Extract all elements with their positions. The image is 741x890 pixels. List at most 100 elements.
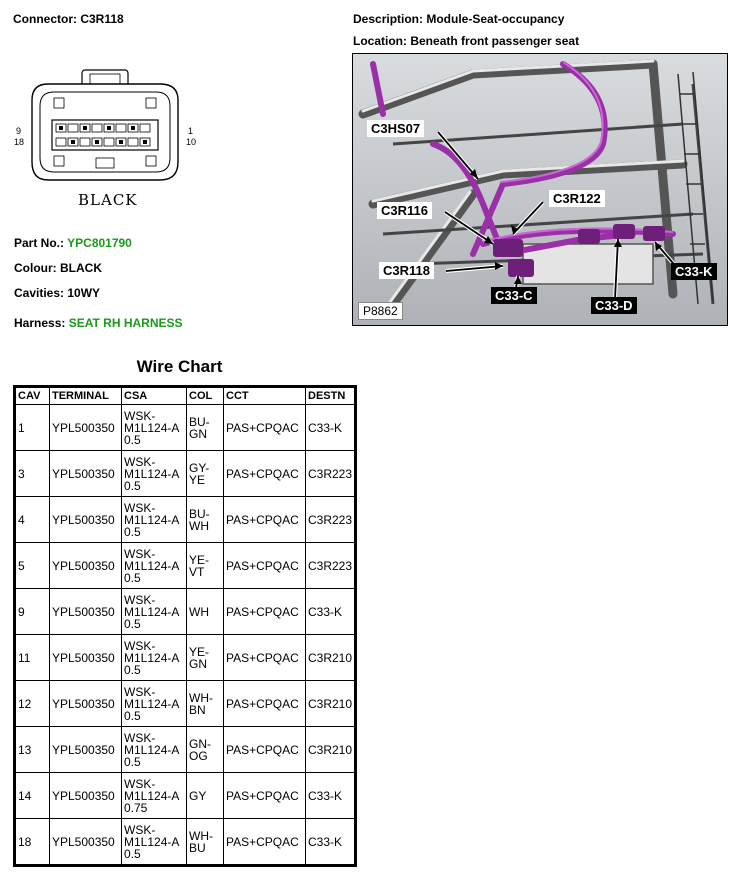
cell-col-text: GN <box>189 656 207 671</box>
cell-destn-text: C33-K <box>308 834 343 849</box>
cell-col: YE-VT <box>186 542 224 589</box>
colour-row: Colour: BLACK <box>14 261 102 275</box>
cell-terminal: YPL500350 <box>49 496 122 543</box>
callout-c33-c: C33-C <box>491 287 537 304</box>
cell-cct: PAS+CPQAC <box>223 772 306 819</box>
cell-csa-text: M1L124-A <box>124 512 180 527</box>
cell-cct-text: PAS+CPQAC <box>226 834 299 849</box>
cell-csa-text: WSK- <box>124 454 156 469</box>
cell-destn-text: C33-K <box>308 788 343 803</box>
cell-col: WH-BU <box>186 818 224 866</box>
cell-terminal: YPL500350 <box>49 818 122 866</box>
column-header-csa: CSA <box>121 386 187 405</box>
cell-cct: PAS+CPQAC <box>223 680 306 727</box>
cell-cct-text: PAS+CPQAC <box>226 420 299 435</box>
cell-cct: PAS+CPQAC <box>223 818 306 866</box>
location-heading: Location: Beneath front passenger seat <box>353 34 579 48</box>
cell-col-text: WH- <box>189 828 213 843</box>
cell-terminal: YPL500350 <box>49 404 122 451</box>
cell-col-text: GN- <box>189 736 211 751</box>
location-label: Location: <box>353 34 407 48</box>
cell-cav-text: 14 <box>18 788 32 803</box>
cell-terminal-text: YPL500350 <box>52 512 115 527</box>
cell-terminal: YPL500350 <box>49 634 122 681</box>
cell-col: BU-GN <box>186 404 224 451</box>
cell-csa-text: 0.5 <box>124 662 141 677</box>
cell-col-text: GY- <box>189 460 210 475</box>
cell-destn-text: C3R210 <box>308 696 353 711</box>
cell-destn-text: C3R223 <box>308 512 353 527</box>
cell-cct: PAS+CPQAC <box>223 542 306 589</box>
callout-c33-d: C33-D <box>591 297 637 314</box>
cell-terminal: YPL500350 <box>49 588 122 635</box>
cell-csa-text: 0.5 <box>124 846 141 861</box>
connector-id: C3R118 <box>80 12 124 26</box>
cell-destn: C3R223 <box>304 542 357 589</box>
cell-cav: 9 <box>14 588 50 635</box>
part-number-row: Part No.: YPC801790 <box>14 236 132 250</box>
cell-csa-text: 0.5 <box>124 616 141 631</box>
cell-cct-text: PAS+CPQAC <box>226 466 299 481</box>
cell-cct-text: PAS+CPQAC <box>226 696 299 711</box>
cell-col-text: GN <box>189 426 207 441</box>
part-number-label: Part No.: <box>14 236 65 250</box>
cell-terminal: YPL500350 <box>49 772 122 819</box>
cell-csa-text: 0.5 <box>124 570 141 585</box>
cell-col-text: OG <box>189 748 208 763</box>
cell-csa-text: M1L124-A <box>124 558 180 573</box>
cell-terminal-text: YPL500350 <box>52 650 115 665</box>
column-header-cct: CCT <box>223 386 306 405</box>
cell-col-text: BN <box>189 702 206 717</box>
cell-destn-text: C33-K <box>308 420 343 435</box>
cell-col: WH-BN <box>186 680 224 727</box>
cell-cav: 1 <box>14 404 50 451</box>
callout-c3r122: C3R122 <box>549 190 605 207</box>
cell-col-text: WH <box>189 518 209 533</box>
cell-col-text: GY <box>189 788 207 803</box>
cell-csa-text: M1L124-A <box>124 650 180 665</box>
wire-chart-header-row: CAV TERMINAL CSA COL CCT DESTN <box>14 386 357 405</box>
callout-c33-k: C33-K <box>671 263 717 280</box>
cell-col-text: BU- <box>189 506 210 521</box>
cell-cct: PAS+CPQAC <box>223 726 306 773</box>
cell-csa-text: M1L124-A <box>124 420 180 435</box>
cell-cct-text: PAS+CPQAC <box>226 604 299 619</box>
cell-col-text: WH- <box>189 690 213 705</box>
cell-cav: 4 <box>14 496 50 543</box>
cell-col-text: WH <box>189 604 209 619</box>
cell-cav-text: 1 <box>18 420 25 435</box>
connector-colour-caption: BLACK <box>78 191 138 209</box>
cell-cct-text: PAS+CPQAC <box>226 788 299 803</box>
harness-value: SEAT RH HARNESS <box>68 316 183 330</box>
cell-col: GY-YE <box>186 450 224 497</box>
cell-terminal-text: YPL500350 <box>52 558 115 573</box>
cell-cct-text: PAS+CPQAC <box>226 650 299 665</box>
cell-destn: C33-K <box>304 818 357 866</box>
cell-csa-text: WSK- <box>124 822 156 837</box>
cavity-label-18: 18 <box>14 137 24 147</box>
cell-terminal-text: YPL500350 <box>52 788 115 803</box>
cell-cct: PAS+CPQAC <box>223 588 306 635</box>
cell-cct-text: PAS+CPQAC <box>226 512 299 527</box>
connector-location-photo: C3HS07 C3R122 C3R116 C3R118 C33-C C33-D … <box>352 53 728 326</box>
cell-cav: 3 <box>14 450 50 497</box>
cell-terminal-text: YPL500350 <box>52 604 115 619</box>
cell-cav: 11 <box>14 634 50 681</box>
cell-terminal-text: YPL500350 <box>52 742 115 757</box>
cell-csa-text: M1L124-A <box>124 696 180 711</box>
cell-destn-text: C3R223 <box>308 558 353 573</box>
cell-destn-text: C3R223 <box>308 466 353 481</box>
cell-csa-text: 0.5 <box>124 754 141 769</box>
